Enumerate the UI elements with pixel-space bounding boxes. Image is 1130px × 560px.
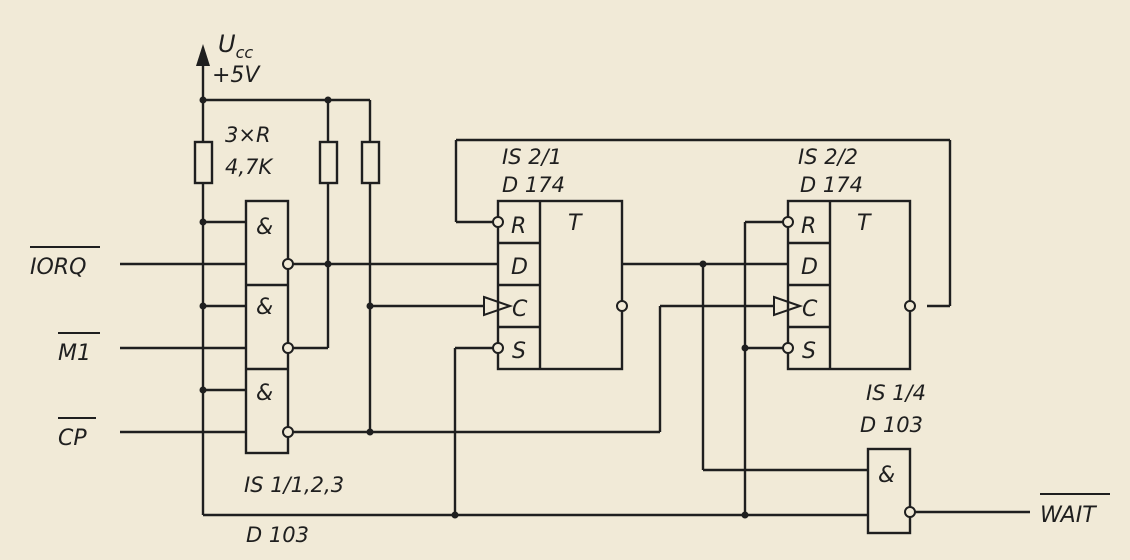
ff2-c-label: C [802, 297, 818, 322]
nand-gate-3-symbol: & [256, 381, 273, 406]
resistor-count-label: 3×R [225, 123, 271, 147]
resistor-value-label: 4,7K [225, 155, 274, 179]
supply-voltage: +5V [212, 63, 261, 88]
ff1-ref-label: IS 2/1 [502, 145, 562, 169]
ff1-c-label: C [512, 297, 528, 322]
ff2-t-label: T [857, 211, 872, 236]
ff1-r-label: R [511, 214, 526, 239]
output-nand-gate [866, 447, 1030, 535]
supply-rail [199, 96, 372, 142]
ff1-type-label: D 174 [502, 173, 565, 197]
ff1-control-wires [453, 138, 952, 515]
svg-text:WAIT: WAIT [1040, 503, 1097, 528]
resistor-1 [193, 140, 214, 185]
svg-text:IORQ: IORQ [30, 255, 86, 280]
resistor-2 [318, 140, 339, 185]
output-gate-type: D 103 [860, 413, 923, 437]
m1-input-label: M1 [58, 332, 100, 366]
svg-text:CP: CP [58, 426, 87, 451]
cp-input-label: CP [58, 417, 96, 451]
nand-type-label: D 103 [246, 523, 309, 547]
nand-group-label: IS 1/1,2,3 [244, 473, 344, 497]
flipflop-1 [483, 199, 628, 371]
supply-arrow [196, 44, 210, 100]
ff2-s-label: S [802, 339, 816, 364]
nand-gate-1-output [282, 258, 294, 270]
ff1-t-label: T [568, 211, 583, 236]
ff2-r-label: R [801, 214, 816, 239]
nand-gate-2-output [282, 342, 294, 354]
ff2-ref-label: IS 2/2 [798, 145, 858, 169]
wait-output-label: WAIT [1040, 493, 1110, 528]
ff1-d-label: D [511, 255, 528, 280]
nand-gate-3-output [282, 426, 294, 438]
ff1-s-label: S [512, 339, 526, 364]
nand-gate-stack [244, 199, 290, 455]
ff1-to-ff2-wire [622, 260, 868, 472]
nand-gate-1-symbol: & [256, 215, 273, 240]
output-gate-symbol: & [878, 463, 895, 488]
supply-label: Ucc [218, 30, 253, 62]
resistor-3 [360, 140, 381, 185]
svg-text:M1: M1 [58, 341, 91, 366]
ff2-d-label: D [801, 255, 818, 280]
gate-output-wires [293, 183, 774, 436]
nand-gate-2-symbol: & [256, 295, 273, 320]
flipflop-2 [773, 199, 916, 371]
ff2-type-label: D 174 [800, 173, 863, 197]
output-gate-ref: IS 1/4 [866, 381, 926, 405]
pullup-wires [199, 183, 868, 519]
ff2-control-wires [741, 220, 783, 515]
iorq-input-label: IORQ [30, 246, 100, 280]
